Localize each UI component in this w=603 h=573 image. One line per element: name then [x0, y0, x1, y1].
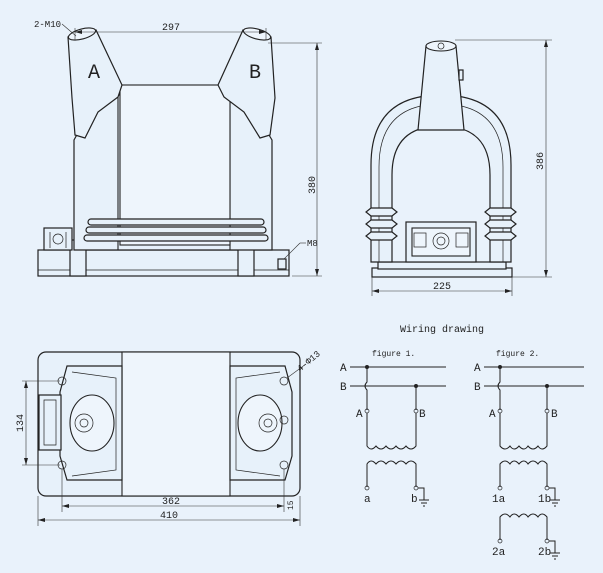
- figure2-primary-a: A: [489, 409, 496, 421]
- top-side-lug: [38, 394, 62, 451]
- front-post-b: [217, 29, 276, 139]
- front-post-a: [67, 29, 123, 139]
- wiring-drawing: Wiring drawing figure 1. A B A B a b: [340, 324, 584, 560]
- terminal-label: 2-M10: [34, 20, 61, 30]
- mount-hole-tr: [279, 376, 289, 386]
- figure2-secondary1-coil: [499, 460, 548, 487]
- ground-label: M8: [307, 239, 318, 249]
- figure2-primary-b: B: [551, 409, 558, 421]
- figure1-bus-b: B: [340, 382, 347, 394]
- front-letter-b: B: [249, 62, 261, 85]
- side-sheds-right: [484, 207, 517, 241]
- side-dim-225: 225: [433, 282, 451, 293]
- figure2-bus-a: A: [474, 363, 481, 375]
- figure2-sec2-a: 2a: [492, 547, 506, 559]
- figure1-secondary-b: b: [411, 494, 418, 506]
- front-dim-380: 380: [308, 176, 319, 194]
- front-letter-a: A: [88, 62, 100, 85]
- ground-screw: [277, 258, 287, 270]
- figure1-primary-coil: [366, 413, 417, 450]
- figure2-sec1-a: 1a: [492, 494, 506, 506]
- front-dim-297: 297: [162, 23, 180, 34]
- side-view: 386 225: [365, 39, 552, 296]
- side-top-post: [417, 45, 465, 131]
- top-core: [121, 351, 231, 497]
- top-dim-410: 410: [160, 511, 178, 522]
- top-view: 4-Φ13 134 362 15 410: [16, 349, 323, 526]
- figure1-primary-b: B: [419, 409, 426, 421]
- figure2-ground1-icon: [550, 499, 560, 507]
- figure2-sec1-b: 1b: [538, 494, 551, 506]
- top-dim-15: 15: [287, 500, 296, 510]
- side-dim-386: 386: [536, 152, 547, 170]
- top-dim-362: 362: [162, 497, 180, 508]
- figure2-ground2-icon: [550, 552, 560, 560]
- figure2-primary-coil: [499, 413, 548, 450]
- side-arch: [370, 94, 512, 263]
- wiring-figure-2: figure 2. A B A B 1a 1b: [474, 350, 584, 560]
- wiring-title: Wiring drawing: [400, 324, 484, 336]
- figure1-secondary-a: a: [364, 494, 371, 506]
- figure2-secondary2-coil: [499, 513, 548, 540]
- figure1-bus-a: A: [340, 363, 347, 375]
- figure1-secondary-coil: [366, 460, 417, 487]
- top-dim-134: 134: [16, 414, 27, 432]
- figure2-caption: figure 2.: [496, 350, 539, 359]
- figure1-ground-icon: [419, 499, 429, 507]
- figure1-primary-a: A: [356, 409, 363, 421]
- front-sheds: [83, 218, 269, 242]
- figure1-caption: figure 1.: [372, 350, 415, 359]
- front-view: A B M8 297 2-M10 380: [34, 20, 322, 277]
- front-lug-left: [43, 227, 73, 251]
- side-sheds-left: [365, 207, 398, 241]
- figure2-bus-b: B: [474, 382, 481, 394]
- wiring-figure-1: figure 1. A B A B a b: [340, 350, 446, 507]
- figure2-sec2-b: 2b: [538, 547, 551, 559]
